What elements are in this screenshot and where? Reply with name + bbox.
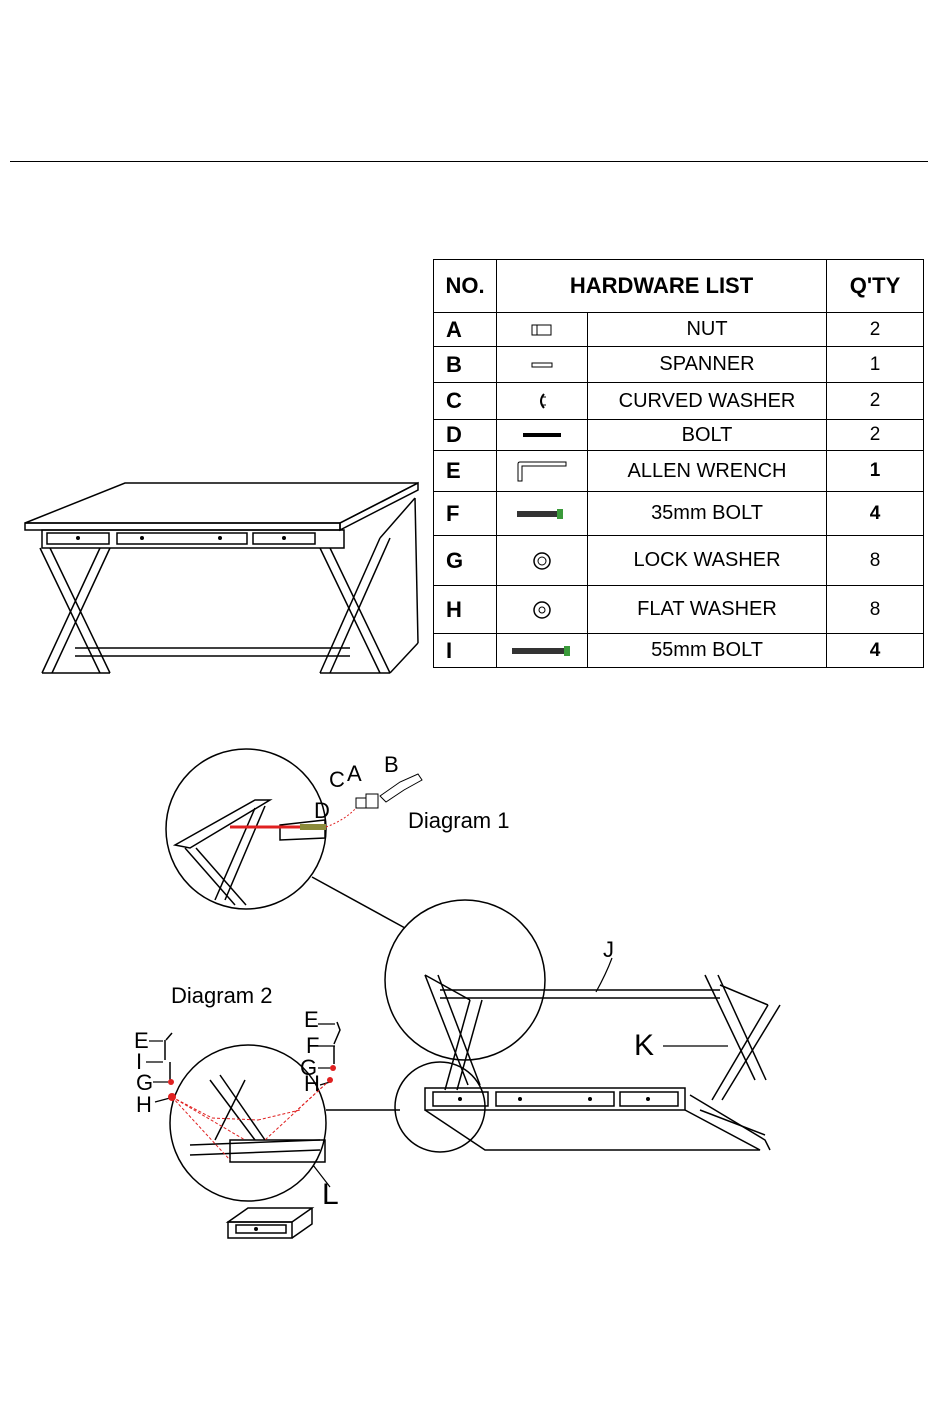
row-no: C [434,383,497,420]
row-qty: 4 [827,634,924,668]
label-D: D [314,798,330,823]
row-name: SPANNER [588,347,827,383]
curved-washer-icon [497,383,588,420]
table-row: C CURVED WASHER 2 [434,383,924,420]
nut-icon [497,313,588,347]
label-right-E: E [304,1007,319,1032]
diagram1-title: Diagram 1 [408,808,509,833]
row-no: E [434,451,497,492]
allen-wrench-icon [497,451,588,492]
label-B: B [384,752,399,777]
row-name: CURVED WASHER [588,383,827,420]
bolt-icon [497,420,588,451]
label-C: C [329,767,345,792]
table-row: E ALLEN WRENCH 1 [434,451,924,492]
row-no: B [434,347,497,383]
row-qty: 8 [827,536,924,586]
row-qty: 1 [827,451,924,492]
row-qty: 2 [827,383,924,420]
spanner-icon [497,347,588,383]
table-row: H FLAT WASHER 8 [434,586,924,634]
label-L: L [322,1178,339,1211]
row-no: I [434,634,497,668]
table-row: B SPANNER 1 [434,347,924,383]
flat-washer-icon [497,586,588,634]
table-header-row: NO. HARDWARE LIST Q'TY [434,260,924,313]
table-row: I 55mm BOLT 4 [434,634,924,668]
row-no: F [434,492,497,536]
row-qty: 2 [827,420,924,451]
main-circle-bottom [395,1062,485,1152]
55mm-bolt-icon [497,634,588,668]
row-name: NUT [588,313,827,347]
table-row: F 35mm BOLT 4 [434,492,924,536]
row-qty: 4 [827,492,924,536]
header-qty: Q'TY [827,260,924,313]
diagram2-title: Diagram 2 [171,983,272,1008]
label-left-H: H [136,1092,152,1117]
hardware-table: NO. HARDWARE LIST Q'TY A NUT 2 B SPANNER… [433,259,924,668]
table-row: G LOCK WASHER 8 [434,536,924,586]
row-no: A [434,313,497,347]
desk-illustration [20,478,420,688]
row-no: D [434,420,497,451]
row-qty: 8 [827,586,924,634]
table-row: D BOLT 2 [434,420,924,451]
row-no: G [434,536,497,586]
label-right-H: H [304,1071,320,1096]
label-J: J [603,937,614,962]
header-rule [10,161,928,162]
row-name: FLAT WASHER [588,586,827,634]
row-name: 55mm BOLT [588,634,827,668]
row-qty: 2 [827,313,924,347]
row-no: H [434,586,497,634]
row-name: ALLEN WRENCH [588,451,827,492]
row-qty: 1 [827,347,924,383]
header-no: NO. [434,260,497,313]
table-row: A NUT 2 [434,313,924,347]
header-hardware-list: HARDWARE LIST [497,260,827,313]
row-name: LOCK WASHER [588,536,827,586]
label-K: K [634,1029,654,1062]
row-name: 35mm BOLT [588,492,827,536]
row-name: BOLT [588,420,827,451]
35mm-bolt-icon [497,492,588,536]
main-circle-top [385,900,545,1060]
label-A: A [347,761,362,786]
lock-washer-icon [497,536,588,586]
assembly-diagram: A B C D Diagram 1 Diagram 2 J K L E I G … [0,740,950,1260]
